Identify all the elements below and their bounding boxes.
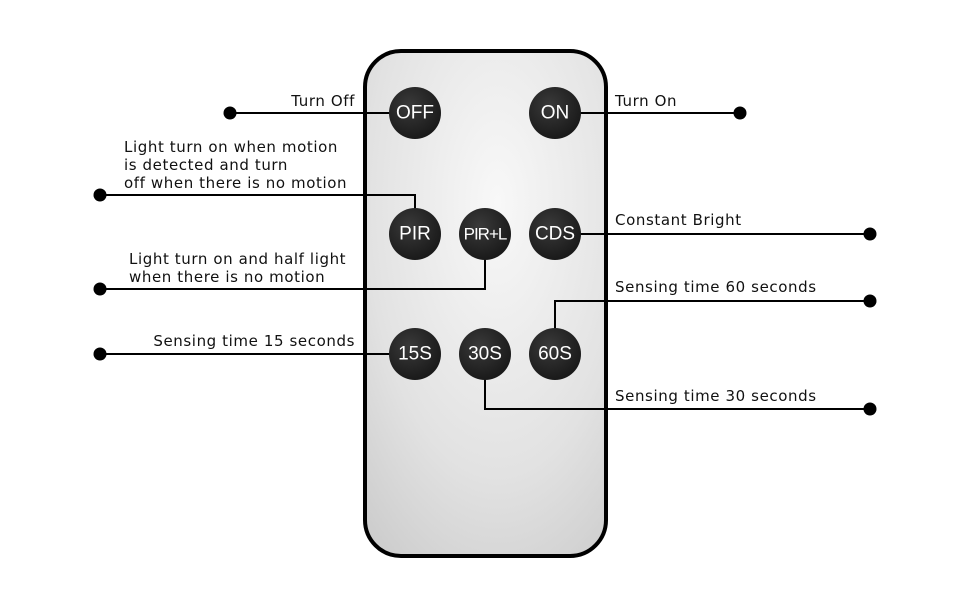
callout-pir-line-2: is detected and turn: [124, 156, 288, 174]
remote-body: [363, 49, 608, 558]
dot-cds: [863, 227, 877, 241]
15s-button[interactable]: 15S: [389, 328, 441, 380]
callout-pir-l-line-2: when there is no motion: [129, 268, 325, 286]
callout-30s: Sensing time 30 seconds: [615, 387, 817, 405]
30s-button[interactable]: 30S: [459, 328, 511, 380]
pir-l-button-label: PIR+L: [464, 225, 507, 244]
dot-60s: [863, 294, 877, 308]
callout-turn-on: Turn On: [614, 92, 677, 110]
30s-button-label: 30S: [468, 344, 502, 365]
dot-pir-l: [93, 282, 107, 296]
pir-button[interactable]: PIR: [389, 208, 441, 260]
leader-pir-l: [100, 258, 486, 290]
cds-button-label: CDS: [535, 224, 575, 245]
60s-button[interactable]: 60S: [529, 328, 581, 380]
off-button-label: OFF: [396, 103, 434, 124]
leader-dots: [93, 106, 877, 416]
dot-15s: [93, 347, 107, 361]
callout-turn-off: Turn Off: [290, 92, 355, 110]
pir-button-label: PIR: [399, 224, 431, 245]
off-button[interactable]: OFF: [389, 87, 441, 139]
dot-30s: [863, 402, 877, 416]
callout-cds: Constant Bright: [615, 211, 742, 229]
on-button[interactable]: ON: [529, 87, 581, 139]
pir-l-button[interactable]: PIR+L: [459, 208, 511, 260]
leader-30s: [484, 379, 870, 410]
leader-lines: [100, 112, 870, 410]
60s-button-label: 60S: [538, 344, 572, 365]
cds-button[interactable]: CDS: [529, 208, 581, 260]
callout-60s: Sensing time 60 seconds: [615, 278, 817, 296]
callout-15s: Sensing time 15 seconds: [153, 332, 355, 350]
callout-pir-line-3: off when there is no motion: [124, 174, 347, 192]
leader-pir: [100, 194, 416, 210]
15s-button-label: 15S: [398, 344, 432, 365]
callout-pir-line-1: Light turn on when motion: [124, 138, 338, 156]
on-button-label: ON: [541, 103, 570, 124]
callout-pir-l-line-1: Light turn on and half light: [129, 250, 346, 268]
dot-pir: [93, 188, 107, 202]
dot-turn-on: [733, 106, 747, 120]
leader-60s: [554, 300, 870, 330]
dot-turn-off: [223, 106, 237, 120]
